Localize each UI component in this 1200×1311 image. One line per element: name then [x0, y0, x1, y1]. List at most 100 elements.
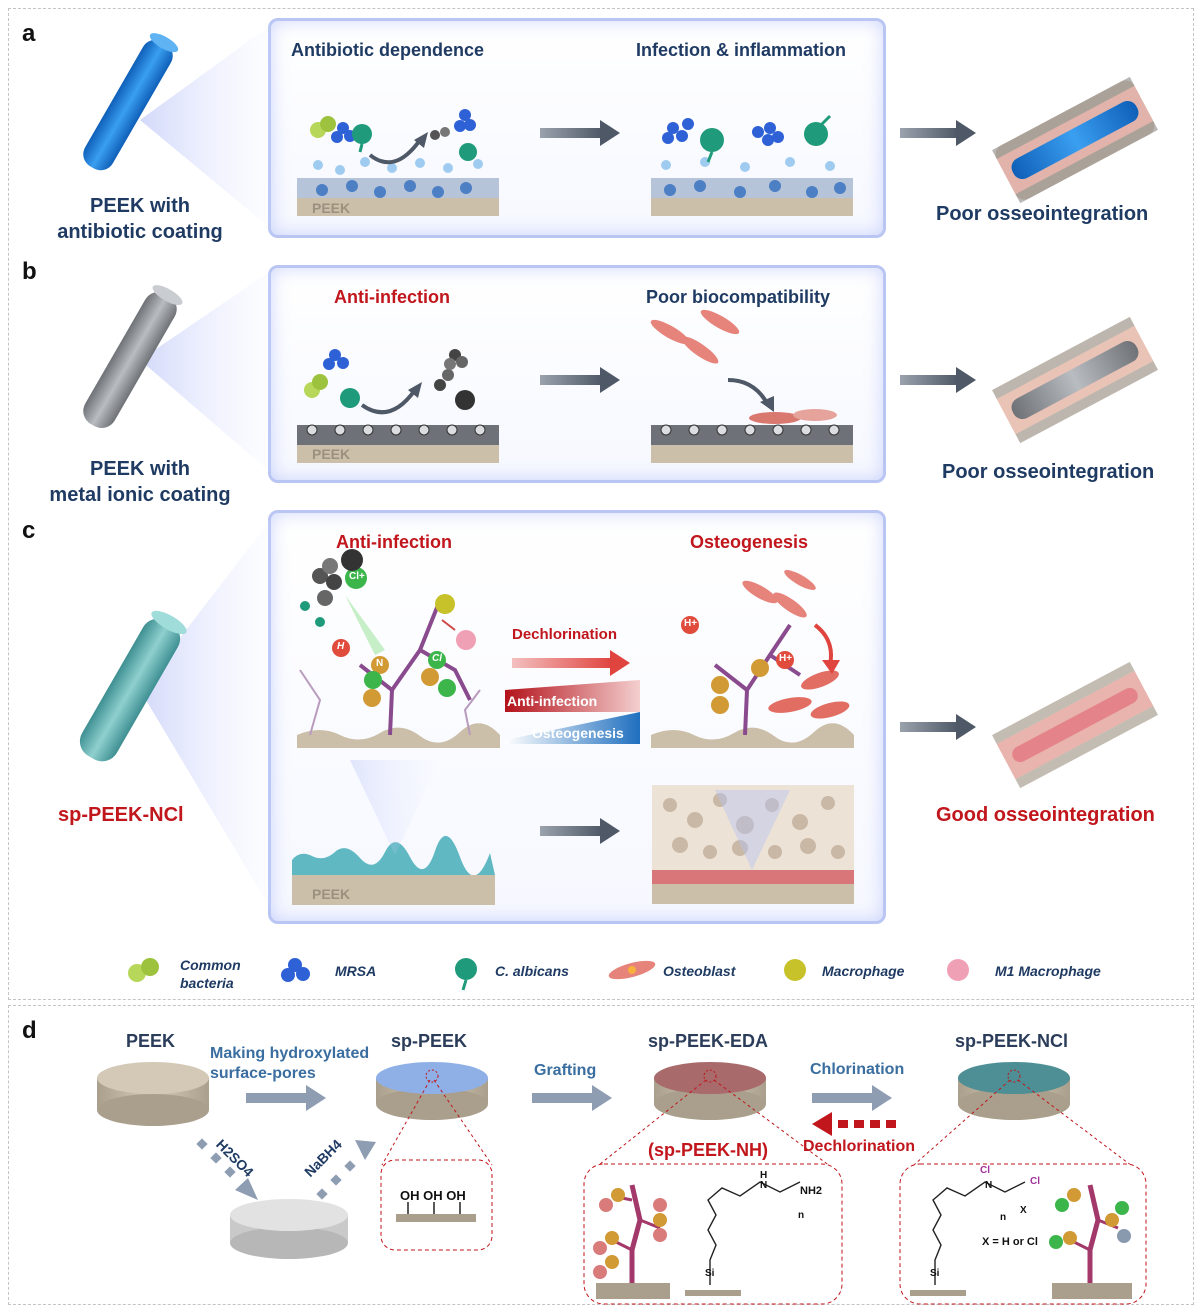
- chem-h-d: H: [760, 1170, 768, 1181]
- h2so4-arrow: [196, 1138, 258, 1200]
- legend-c-albicans-icon: [455, 958, 477, 991]
- chem-h-plus-2: H+: [779, 653, 793, 664]
- x-definition-label: X = H or Cl: [982, 1236, 1038, 1248]
- panel-a-outcome-arrow: [900, 120, 976, 146]
- nh2-label: NH2: [800, 1185, 823, 1197]
- panel-c-band-bottom-label: Osteogenesis: [532, 725, 624, 741]
- panel-c-osteoblasts: [742, 570, 850, 719]
- macrophage-icon: [435, 594, 455, 614]
- dechlorination-arrow: [512, 650, 630, 676]
- chem-x-d: X: [1020, 1205, 1027, 1216]
- panel-a-zoom-cone: [140, 22, 275, 232]
- chem-h-1: H: [337, 641, 345, 652]
- panel-a-kill-arrow: [368, 138, 422, 165]
- osteogenesis-band: [505, 712, 640, 744]
- peek-disk: [97, 1062, 209, 1126]
- chlorination-label: Chlorination: [810, 1061, 905, 1078]
- m1-macrophage-icon: [456, 630, 476, 650]
- panel-a-released-particles-1: [313, 157, 483, 175]
- panel-c-textured-coating: [292, 835, 495, 876]
- panel-a-rod-label: PEEK with antibiotic coating: [50, 193, 230, 245]
- sp-peek-disk: [376, 1062, 488, 1120]
- legend-macrophage-label: Macrophage: [822, 963, 905, 979]
- dead-bacteria-cluster: [430, 109, 477, 161]
- panel-c-bone-scaffold: [652, 785, 854, 904]
- stage-sp-peek-ncl-label: sp-PEEK-NCl: [955, 1031, 1069, 1051]
- sp-peek-eda-disk: [654, 1062, 766, 1120]
- ncl-groups: [1049, 1188, 1131, 1249]
- chem-h-plus-1: H+: [684, 618, 698, 629]
- panel-c-zoom-cone: [140, 514, 275, 916]
- nabh4-arrow: [316, 1140, 376, 1200]
- si-label-2: Si: [930, 1268, 940, 1279]
- panel-a-outcome: Poor osseointegration: [936, 203, 1149, 225]
- panel-a-bone-implant: [992, 76, 1158, 204]
- grafting-arrow: [532, 1085, 612, 1111]
- sp-peek-ncl-rod: [79, 610, 187, 762]
- panel-b-rod-label-line2: metal ionic coating: [49, 484, 231, 506]
- back-dechlorination-label: Dechlorination: [803, 1138, 916, 1155]
- chem-cl-plus: Cl+: [349, 571, 365, 582]
- panel-c-peek-base: [292, 875, 495, 905]
- panel-c-dechlorination-label: Dechlorination: [512, 626, 618, 643]
- hydroxylation-arrow: [246, 1085, 326, 1111]
- panel-c-rod-label: sp-PEEK-NCl: [58, 804, 184, 826]
- chem-n-d2: N: [985, 1180, 993, 1191]
- panel-d-letter: d: [22, 1017, 37, 1044]
- oh-groups-label: OH OH OH: [400, 1188, 466, 1203]
- panel-c-letter: c: [22, 517, 36, 544]
- arrow1-label-line1: Making hydroxylated: [210, 1045, 370, 1062]
- legend-macrophage-icon: [784, 959, 806, 981]
- panel-a-letter: a: [22, 20, 36, 47]
- panel-b-peek-label: PEEK: [312, 446, 351, 462]
- panel-c-surface-1: [297, 723, 500, 748]
- panel-c-outcome: Good osseointegration: [936, 804, 1155, 826]
- panel-c-band-top-label: Anti-infection: [507, 693, 598, 709]
- chem-n-1: N: [376, 658, 384, 669]
- panel-c-outcome-arrow: [900, 714, 976, 740]
- legend-common-bacteria-line1: Common: [180, 957, 241, 973]
- anti-infection-band: [505, 680, 640, 712]
- panel-c-chem-1: [300, 567, 456, 707]
- panel-b-rod-label-line1: PEEK with: [89, 458, 190, 480]
- panel-b-outcome-arrow: [900, 367, 976, 393]
- metal-coated-rod: [83, 285, 183, 428]
- panel-a-infection-cluster: [662, 114, 832, 163]
- sp-peek-ncl-disk: [958, 1062, 1070, 1120]
- panel-a-drug-particles-1: [316, 180, 472, 198]
- panel-c-step1-title: Anti-infection: [336, 532, 452, 552]
- legend-common-bacteria-icon: [128, 958, 159, 982]
- chem-cl-d: Cl: [980, 1165, 990, 1176]
- legend-c-albicans-label: C. albicans: [495, 963, 569, 979]
- panel-abc-frame: [8, 8, 1194, 1000]
- panel-a-peek-label: PEEK: [312, 200, 351, 216]
- sp-peek-zoom-box: [380, 1159, 493, 1251]
- legend-m1-macrophage-icon: [947, 959, 969, 981]
- panel-b-outcome: Poor osseointegration: [942, 461, 1155, 483]
- panel-b-step1-title: Anti-infection: [334, 287, 450, 307]
- panel-a-step-arrow: [540, 120, 620, 146]
- si-label-1: Si: [705, 1268, 715, 1279]
- panel-a-step1-title: Antibiotic dependence: [291, 40, 485, 60]
- panel-a-rod-label-line2: antibiotic coating: [57, 221, 223, 243]
- panel-b-bone-implant: [992, 316, 1158, 444]
- legend-mrsa-icon: [281, 958, 310, 982]
- sulfonated-peek-disk: [230, 1199, 348, 1259]
- panel-b-osteoblasts: [650, 309, 837, 424]
- legend-mrsa-label: MRSA: [335, 963, 377, 979]
- sp-peek-ncl-zoom-box: [899, 1163, 1147, 1305]
- eda-amine-groups: [593, 1188, 667, 1279]
- legend-osteoblast-label: Osteoblast: [663, 963, 736, 979]
- panel-b-step-arrow: [540, 367, 620, 393]
- panel-c-peek-label: PEEK: [312, 886, 351, 902]
- grafting-label: Grafting: [534, 1062, 597, 1079]
- panel-a-peek-2: [651, 198, 853, 216]
- panel-d-frame: [8, 1005, 1194, 1305]
- panel-c-lower-arrow: [540, 818, 620, 844]
- panel-a-rod-label-line1: PEEK with: [89, 195, 190, 217]
- panel-b-rod-label: PEEK with metal ionic coating: [40, 456, 240, 508]
- chem-n-sub-1: n: [798, 1210, 805, 1221]
- panel-c-surface-2: [651, 723, 854, 748]
- antibiotic-coated-rod: [83, 33, 179, 171]
- arrow1-label: Making hydroxylated surface-pores: [210, 1044, 369, 1084]
